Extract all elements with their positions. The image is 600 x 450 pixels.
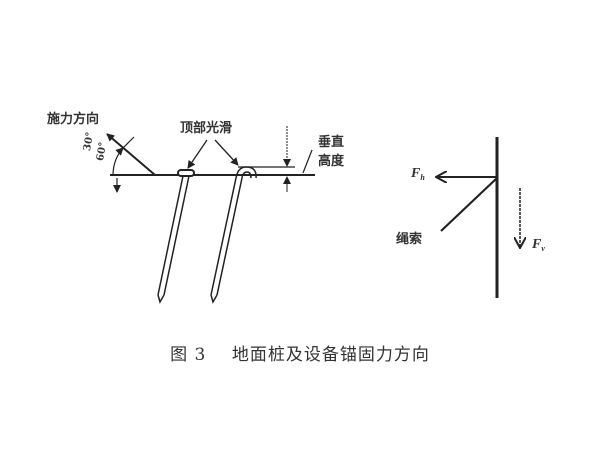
leader-line-1 xyxy=(187,139,208,169)
rope-label: 绳索 xyxy=(396,232,423,247)
fv-label: Fv xyxy=(532,237,545,253)
caption-text: 地面桩及设备锚固力方向 xyxy=(231,345,430,365)
smooth-top-label: 顶部光滑 xyxy=(180,121,233,136)
force-direction-arrow xyxy=(106,133,156,176)
angle-arc xyxy=(112,147,124,176)
height-label: 高度 xyxy=(318,154,345,169)
fh-label: Fh xyxy=(411,166,425,182)
stake-flat-top xyxy=(157,169,195,304)
vertical-label: 垂直 xyxy=(318,135,345,150)
force-direction-label: 施力方向 xyxy=(47,112,100,127)
figure-caption: 图 3 地面桩及设备锚固力方向 xyxy=(0,340,600,365)
rope-line xyxy=(440,177,498,232)
height-leader xyxy=(302,149,313,174)
leader-line-2 xyxy=(214,139,239,166)
caption-number: 图 3 xyxy=(170,345,207,365)
stake-hooked-top xyxy=(210,166,257,304)
angle-arrow-up xyxy=(115,136,135,156)
